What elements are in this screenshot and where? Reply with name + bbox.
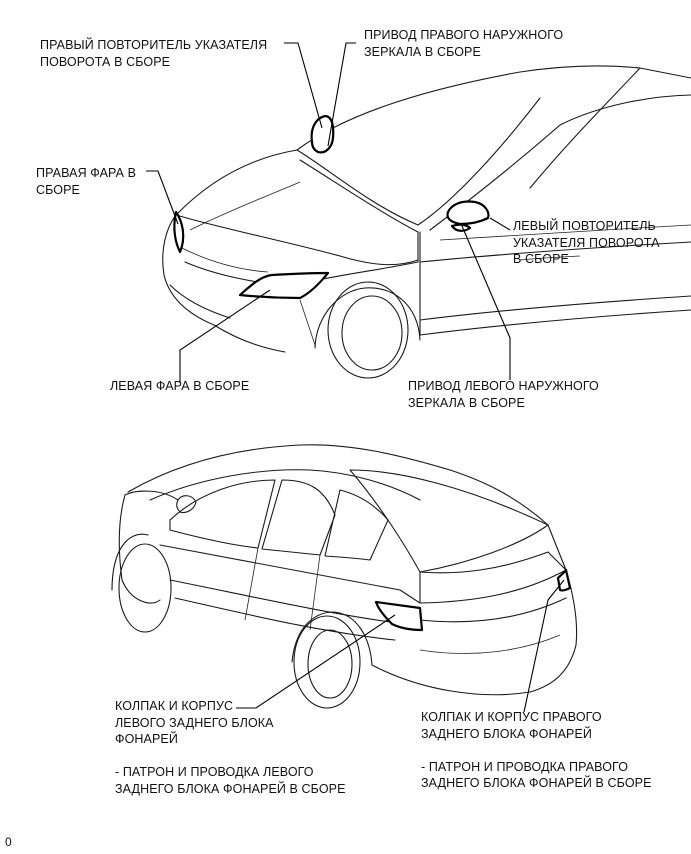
- right-headlight-part: [173, 210, 185, 254]
- label-left-rear-lamp: КОЛПАК И КОРПУС ЛЕВОГО ЗАДНЕГО БЛОКА ФОН…: [115, 699, 346, 796]
- left-mirror-part: [446, 200, 490, 226]
- mirror-rear-part: [176, 495, 197, 514]
- label-right-rear-lamp: КОЛПАК И КОРПУС ПРАВОГО ЗАДНЕГО БЛОКА ФО…: [421, 710, 652, 790]
- label-left-mirror-actuator: ПРИВОД ЛЕВОГО НАРУЖНОГО ЗЕРКАЛА В СБОРЕ: [408, 379, 599, 410]
- front-highlight-parts: [173, 114, 490, 300]
- rear-leader-lines: [236, 579, 565, 713]
- left-turn-signal-part: [450, 223, 472, 232]
- left-headlight-part: [238, 271, 330, 300]
- label-right-headlight: ПРАВАЯ ФАРА В СБОРЕ: [36, 166, 137, 197]
- front-leader-lines: [146, 42, 511, 383]
- right-turn-signal-part: [310, 114, 335, 154]
- label-left-headlight: ЛЕВАЯ ФАРА В СБОРЕ: [110, 379, 250, 393]
- left-rear-lamp-part: [374, 600, 424, 632]
- page-marker: 0: [5, 835, 12, 849]
- label-right-mirror-actuator: ПРИВОД ПРАВОГО НАРУЖНОГО ЗЕРКАЛА В СБОРЕ: [364, 28, 564, 59]
- rear-highlight-parts: [176, 495, 572, 632]
- label-right-turn-signal: ПРАВЫЙ ПОВТОРИТЕЛЬ УКАЗАТЕЛЯ ПОВОРОТА В …: [40, 38, 268, 69]
- rear-car-outline: [111, 444, 578, 709]
- front-car-outline: [162, 65, 691, 379]
- label-left-turn-signal: ЛЕВЫЙ ПОВТОРИТЕЛЬ УКАЗАТЕЛЯ ПОВОРОТА В С…: [513, 219, 660, 266]
